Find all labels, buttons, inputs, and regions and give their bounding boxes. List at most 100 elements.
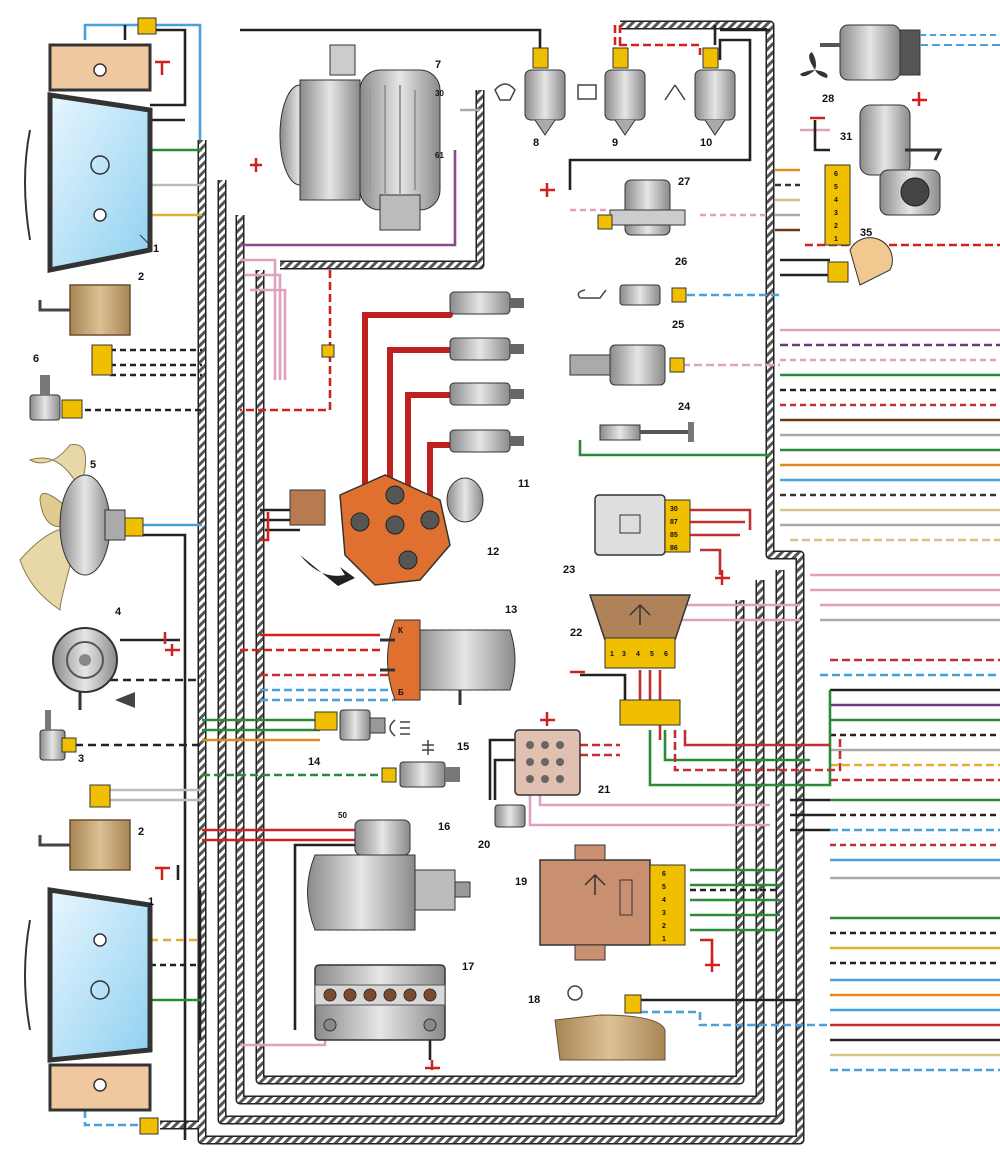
door-icon: [577, 84, 597, 100]
bulb-icon: [90, 980, 110, 1000]
label-24: 24: [678, 401, 691, 413]
label-1-bottom: 1: [148, 896, 154, 908]
relay23-pin: 30: [670, 506, 678, 513]
spark-plugs-11: [362, 291, 524, 523]
relay-icon: [629, 603, 651, 625]
terminal-30: 30: [435, 89, 444, 98]
relay-block-21: [514, 729, 581, 796]
label-17: 17: [462, 961, 474, 973]
wiper-icon: [494, 83, 516, 101]
label-16: 16: [438, 821, 450, 833]
wiper-pin: 3: [834, 210, 838, 217]
label-13: 13: [505, 604, 517, 616]
connectors: [61, 17, 719, 1135]
bulb-icon: [93, 208, 107, 222]
block19-pin: 2: [662, 923, 666, 930]
sensor-15: [399, 740, 460, 788]
fan-5: [19, 444, 126, 611]
wiper-pin: 2: [834, 223, 838, 230]
headlight-top: [24, 43, 153, 274]
block19-pin: 6: [662, 871, 666, 878]
sensor-24: [599, 422, 694, 442]
right-wire-bundle: [775, 128, 1000, 1072]
fog-lamp-top: [38, 284, 131, 336]
label-2-bottom: 2: [138, 826, 144, 838]
washer-reservoir-18: [554, 985, 666, 1061]
label-26: 26: [675, 256, 687, 268]
relay22-pin: 6: [664, 651, 668, 658]
block19-pin: 4: [662, 897, 666, 904]
harness-trunks: [160, 20, 805, 1145]
label-8: 8: [533, 137, 539, 149]
relay22-pin: 3: [622, 651, 626, 658]
label-11: 11: [518, 478, 530, 490]
fan-motor-28: [800, 24, 1000, 81]
label-31: 31: [840, 131, 852, 143]
wiper-pin: 5: [834, 184, 838, 191]
switch-14: [339, 709, 410, 741]
bulb-icon: [90, 155, 110, 175]
label-6: 6: [33, 353, 39, 365]
label-21: 21: [598, 784, 610, 796]
rotation-arrow-icon: [300, 555, 355, 586]
relay-23: [594, 494, 691, 556]
horn-4: [52, 627, 135, 710]
washer-icon: [567, 985, 583, 1001]
sensor-20: [494, 804, 526, 828]
relay-icon: [584, 873, 606, 895]
label-25: 25: [672, 319, 684, 331]
relay22-pin: 1: [610, 651, 614, 658]
reverse-lamp-icon: [389, 719, 410, 737]
wiper-fan-icon: [664, 84, 686, 101]
wiper-pin: 4: [834, 197, 838, 204]
switch-9: [577, 69, 646, 136]
label-19: 19: [515, 876, 527, 888]
bulb-icon: [93, 63, 107, 77]
label-23: 23: [563, 564, 575, 576]
ignition-coil-13: [380, 619, 516, 705]
terminal-b: Б: [398, 688, 404, 697]
distributor-12: [289, 474, 484, 586]
wiper-pin: 1: [834, 236, 838, 243]
horn-icon: [115, 692, 135, 708]
component-labels: 1 2 6 5 4 3 2 1 7 8 9 10 11 12 13 14 15 …: [33, 59, 872, 1006]
label-22: 22: [570, 627, 582, 639]
label-27: 27: [678, 176, 690, 188]
sensor-26: [577, 284, 661, 306]
label-14: 14: [308, 756, 321, 768]
switch-10: [664, 69, 736, 136]
ground-symbols: [155, 60, 927, 1070]
label-35: 35: [860, 227, 872, 239]
label-1-top: 1: [153, 243, 159, 255]
label-5: 5: [90, 459, 96, 471]
label-3: 3: [78, 753, 84, 765]
label-10: 10: [700, 137, 712, 149]
terminal-50: 50: [338, 811, 347, 820]
wiper-pin: 6: [834, 171, 838, 178]
relay-block-19: [539, 844, 651, 961]
bulb-icon: [93, 1078, 107, 1092]
sensor-25: [569, 344, 666, 386]
sensor-6: [29, 375, 61, 421]
lamp-35: [827, 237, 893, 286]
starter-16: [307, 819, 471, 931]
switch-8: [494, 69, 566, 136]
label-4: 4: [115, 606, 122, 618]
label-9: 9: [612, 137, 618, 149]
relay23-pin: 87: [670, 519, 678, 526]
label-2-top: 2: [138, 271, 144, 283]
headlight-bottom: [24, 887, 153, 1112]
terminal-k: К: [398, 626, 403, 635]
terminal-61: 61: [435, 151, 444, 160]
label-20: 20: [478, 839, 490, 851]
terminal-labels: 30 61 К Б 50 30 87 85 86 1 3 4 5 6 6 5 4…: [338, 89, 838, 943]
block19-pin: 5: [662, 884, 666, 891]
relay23-pin: 86: [670, 545, 678, 552]
block19-pin: 3: [662, 910, 666, 917]
label-28: 28: [822, 93, 834, 105]
connection-wires: [75, 23, 845, 1140]
block19-pin: 1: [662, 936, 666, 943]
relay22-pin: 5: [650, 651, 654, 658]
label-18: 18: [528, 994, 540, 1006]
